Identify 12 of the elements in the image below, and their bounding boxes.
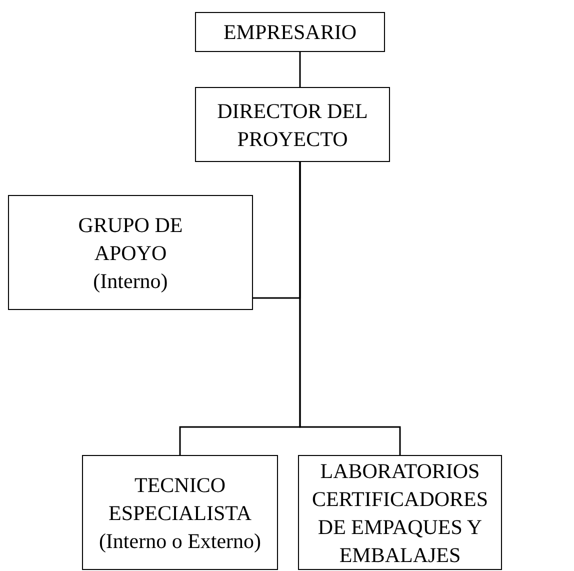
box-label: EMPRESARIO	[223, 19, 357, 46]
box-label: LABORATORIOS CERTIFICADORES DE EMPAQUES Y EMBALAJES	[310, 458, 490, 568]
org-box	[298, 455, 502, 570]
box-label: GRUPO DE APOYO (Interno)	[77, 212, 184, 294]
org-box	[82, 455, 278, 570]
connector-line	[299, 162, 401, 455]
connector-line	[299, 52, 301, 87]
org-box	[8, 195, 253, 310]
org-box	[195, 87, 390, 162]
box-label: DIRECTOR DEL PROYECTO	[216, 98, 369, 152]
box-label: TECNICO ESPECIALISTA (Interno o Externo)	[98, 472, 262, 554]
org-box	[195, 12, 385, 52]
